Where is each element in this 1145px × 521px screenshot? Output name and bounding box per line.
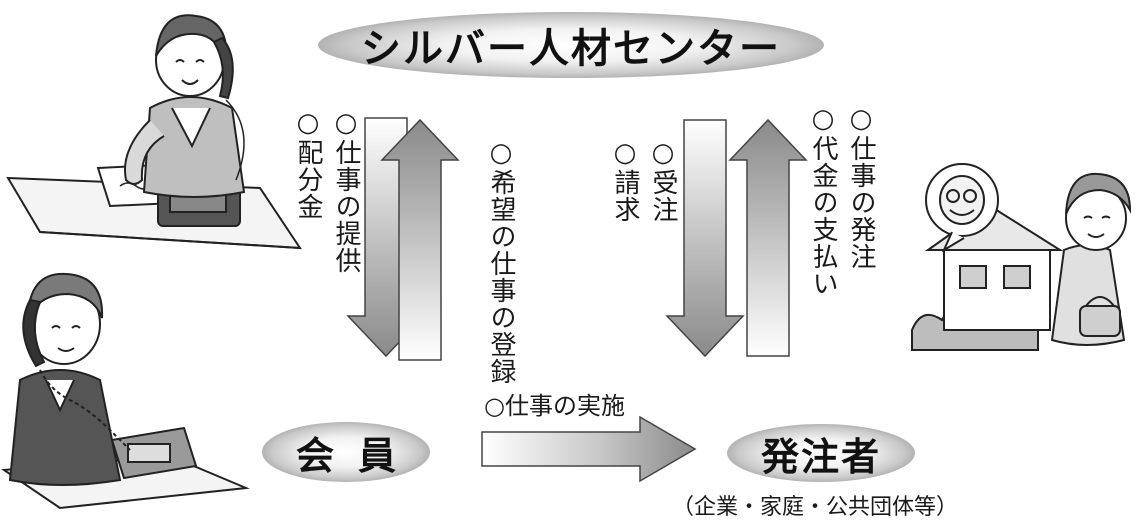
label-payment: ○代金の支払い bbox=[808, 104, 838, 297]
client-label: 発注者 bbox=[727, 424, 915, 482]
center-title-label: シルバー人材センター bbox=[318, 12, 824, 78]
label-register-wish: ○希望の仕事の登録 bbox=[486, 138, 516, 385]
label-accept-order: ○受注 bbox=[648, 138, 678, 223]
client-home-illustration bbox=[911, 163, 1132, 351]
staff-woman-illustration bbox=[6, 14, 302, 250]
client-subtitle: （企業・家庭・公共団体等） bbox=[672, 495, 959, 520]
arrow-up-right bbox=[728, 118, 808, 357]
label-billing: ○請求 bbox=[610, 138, 640, 223]
center-title-text: シルバー人材センター bbox=[361, 26, 781, 72]
label-job-offer: ○仕事の提供 bbox=[331, 108, 361, 274]
member-label-text: 会員 bbox=[295, 433, 420, 478]
arrow-up-left bbox=[380, 118, 460, 361]
label-order-job: ○仕事の発注 bbox=[846, 104, 876, 270]
arrow-down-right bbox=[665, 119, 745, 358]
member-label: 会員 bbox=[262, 422, 430, 482]
client-label-text: 発注者 bbox=[760, 434, 881, 479]
arrow-right-bottom bbox=[481, 415, 697, 483]
member-illustration bbox=[1, 272, 250, 510]
label-perform-job: ○仕事の実施 bbox=[484, 392, 625, 420]
label-distribution: ○配分金 bbox=[293, 108, 323, 220]
